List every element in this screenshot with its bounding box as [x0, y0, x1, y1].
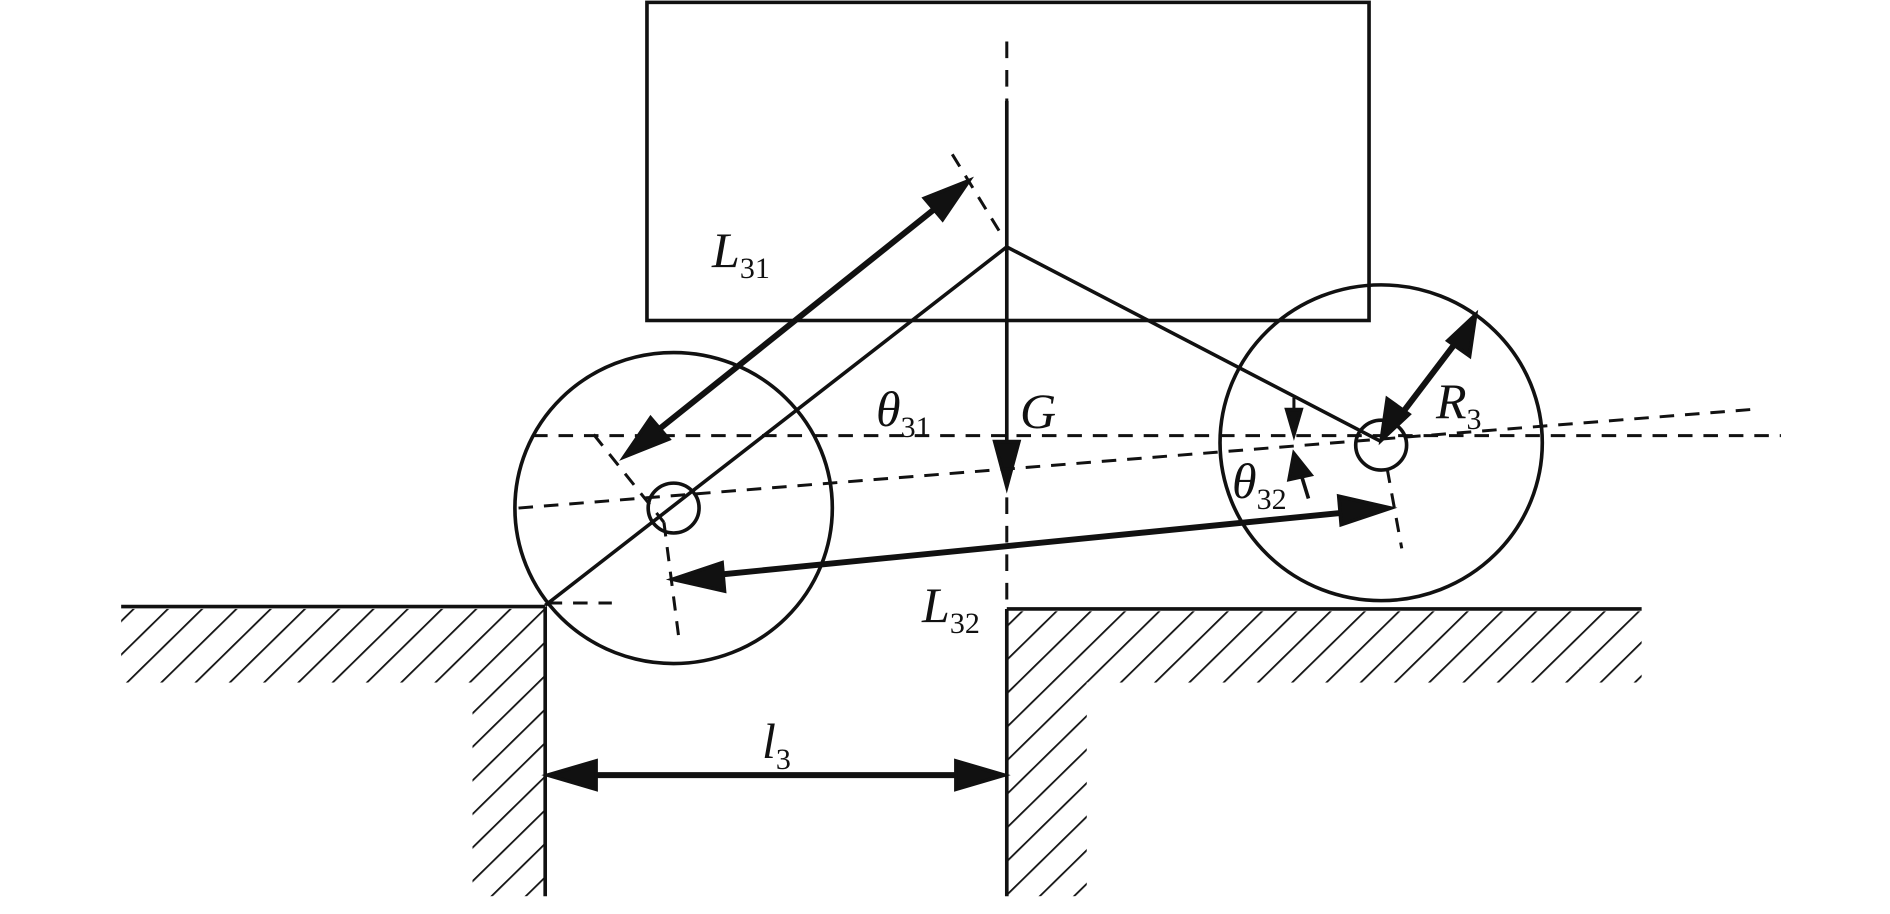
- left-wall-hatch: [472, 682, 546, 897]
- l3-arrowhead-right: [954, 758, 1011, 792]
- l3-arrowhead-left: [541, 758, 598, 792]
- label-L31: L31: [712, 222, 770, 285]
- right-wheel: [1218, 283, 1545, 603]
- label-l3: l3: [762, 713, 791, 776]
- R3-arrowhead-top: [1444, 309, 1479, 360]
- label-R3: R3: [1436, 373, 1482, 436]
- label-G: G: [1020, 383, 1057, 439]
- L31-dimension-arrow: [640, 193, 953, 446]
- right-link: [1005, 245, 1383, 444]
- right-wheel-vertical-dash: [1385, 468, 1404, 549]
- right-ground-hatch: [1006, 611, 1642, 683]
- right-hub: [1353, 418, 1409, 472]
- L32-dimension-arrow: [696, 507, 1367, 580]
- theta32-arrowhead-top: [1284, 407, 1304, 441]
- tilted-reference-line: [518, 408, 1751, 510]
- L31-extension-bottom: [592, 433, 666, 524]
- label-L32: L32: [922, 577, 980, 640]
- left-wheel: [513, 350, 835, 666]
- theta32-arrow-bottom: [1299, 474, 1311, 500]
- L31-arrowhead-top: [921, 176, 975, 223]
- L31-arrowhead-bottom: [619, 414, 672, 461]
- label-theta32: θ32: [1232, 453, 1287, 516]
- L32-arrowhead-right: [1336, 493, 1398, 528]
- left-ground-hatch: [121, 608, 546, 683]
- label-theta31: θ31: [876, 381, 931, 444]
- L31-extension-top: [950, 153, 1005, 239]
- R3-arrowhead-bottom: [1378, 395, 1412, 446]
- right-wall-hatch: [1006, 682, 1087, 897]
- L32-arrowhead-left: [665, 560, 727, 594]
- theta32-arrowhead-bottom: [1286, 449, 1315, 482]
- left-link: [544, 245, 1008, 607]
- gravity-arrowhead: [992, 439, 1022, 494]
- left-hub: [646, 481, 701, 535]
